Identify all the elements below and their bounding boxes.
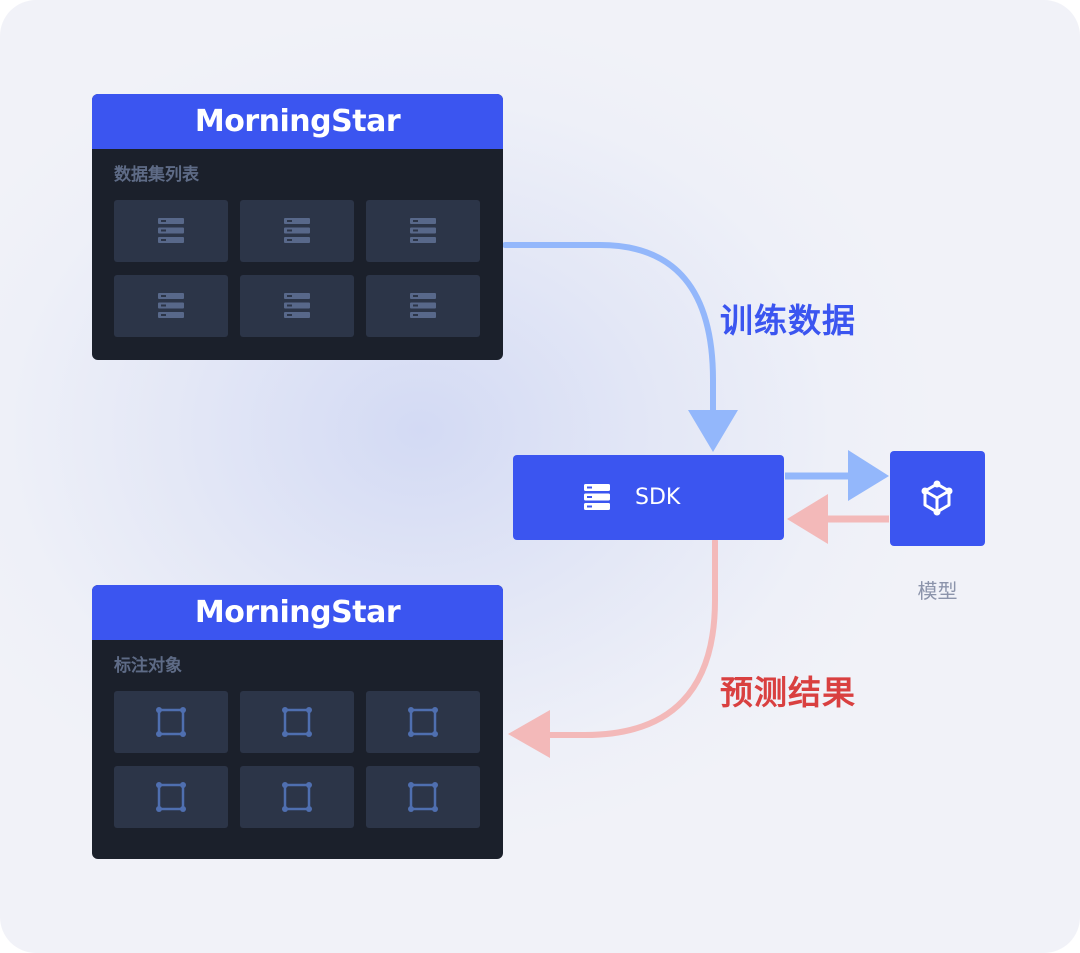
model-to-sdk-arrowhead [787,494,828,544]
sdk-label: SDK [635,485,681,510]
sdk-box: SDK [513,455,784,540]
bounding-box-icon [282,707,312,737]
train-data-arrowhead [688,410,738,452]
dataset-tile [366,275,480,337]
server-stack-icon [158,218,184,243]
server-stack-icon [284,218,310,243]
annotation-panel-header: MorningStar [92,585,503,640]
dataset-panel-title: 数据集列表 [114,165,199,185]
server-stack-icon [410,218,436,243]
brand-logo-text: MorningStar [194,595,401,630]
dataset-tile [240,275,354,337]
bounding-box-icon [408,782,438,812]
bounding-box-icon [282,782,312,812]
dataset-list-panel: MorningStar 数据集列表 [92,94,503,360]
annotation-panel-title: 标注对象 [114,656,182,676]
model-box [890,451,985,546]
dataset-panel-header: MorningStar [92,94,503,149]
server-stack-icon [410,293,436,318]
train-data-arrow-line [502,242,716,415]
predict-result-label: 预测结果 [720,673,856,712]
annotation-tile [366,766,480,828]
annotation-tile [114,691,228,753]
dataset-tile [114,275,228,337]
server-stack-icon [584,484,610,510]
brand-logo-text: MorningStar [194,104,401,139]
dataset-tile [366,200,480,262]
bounding-box-icon [156,707,186,737]
model-label: 模型 [917,579,958,603]
bounding-box-icon [156,782,186,812]
bounding-box-icon [408,707,438,737]
sdk-to-model-arrowhead [848,450,889,501]
predict-result-arrow-line [545,538,718,738]
annotation-tile-grid [114,691,481,828]
train-data-label: 训练数据 [720,301,856,340]
server-stack-icon [158,293,184,318]
annotation-tile [240,691,354,753]
annotation-tile [240,766,354,828]
dataset-tile-grid [114,200,481,337]
annotation-tile [366,691,480,753]
annotation-tile [114,766,228,828]
cube-network-icon [921,480,953,516]
predict-result-arrowhead [508,710,550,758]
annotation-objects-panel: MorningStar 标注对象 [92,585,503,859]
dataset-tile [114,200,228,262]
server-stack-icon [284,293,310,318]
dataset-tile [240,200,354,262]
